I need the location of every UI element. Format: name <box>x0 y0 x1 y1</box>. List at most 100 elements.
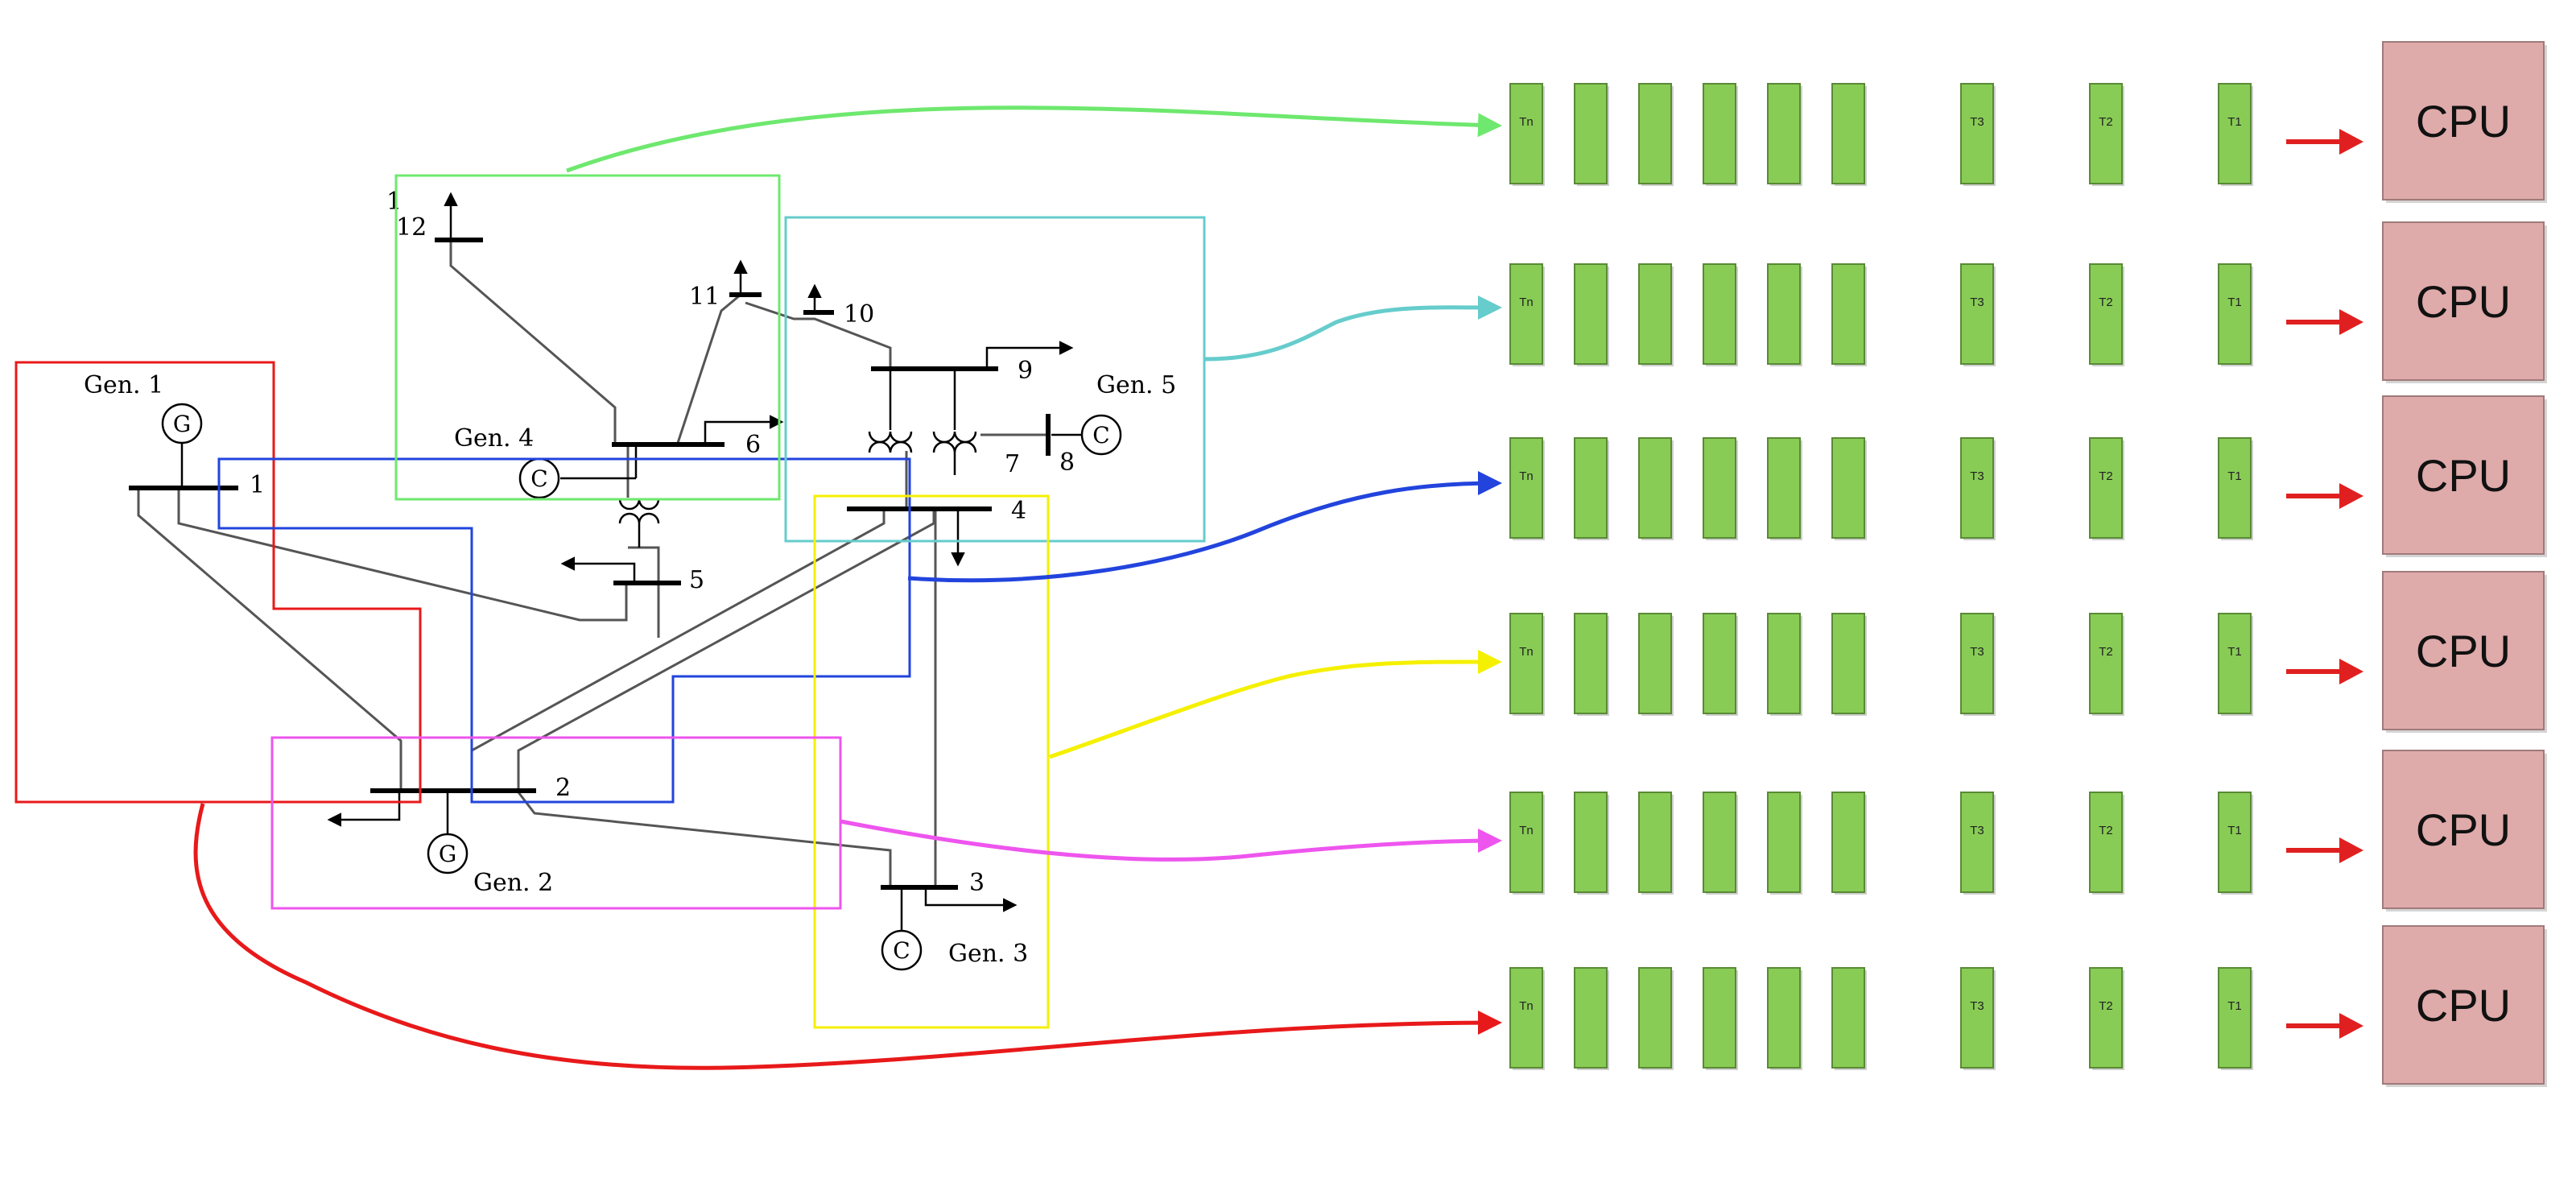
task-slot <box>1831 263 1867 366</box>
task-t2: T2 <box>2089 792 2124 895</box>
task-tn-block <box>1509 792 1543 893</box>
load-arrow-6 <box>704 415 784 443</box>
arrow-magenta <box>840 819 1502 862</box>
task-slot-block <box>1703 437 1736 539</box>
task-tn: Tn <box>1509 613 1545 716</box>
cpu-box: CPU <box>2382 750 2547 912</box>
task-slot-block <box>1703 613 1736 714</box>
task-tn: Tn <box>1509 83 1545 186</box>
task-t1-label: T1 <box>2227 824 2242 837</box>
gen2-label: Gen. 2 <box>473 869 553 897</box>
load-arrow-5 <box>560 556 636 581</box>
task-slot-block <box>1831 967 1865 1069</box>
task-t3: T3 <box>1960 263 1996 366</box>
task-slot-block <box>1638 83 1672 184</box>
task-t2-label: T2 <box>2099 999 2113 1013</box>
bus-label-8: 8 <box>1059 449 1075 477</box>
cpu-label: CPU <box>2416 450 2511 501</box>
stray-label: 1 <box>386 188 402 216</box>
gen2-symbol: G <box>427 833 469 874</box>
task-slot-block <box>1703 967 1736 1069</box>
task-t1-label: T1 <box>2227 296 2242 309</box>
task-slot-block <box>1638 967 1672 1069</box>
line-6-12 <box>449 242 617 443</box>
task-t2: T2 <box>2089 967 2124 1070</box>
generator-labels: Gen. 1 Gen. 2 Gen. 3 Gen. 4 Gen. 5 <box>84 371 1176 968</box>
arrow-cyan <box>1203 295 1502 362</box>
arrow-red <box>193 803 1502 1070</box>
task-t1: T1 <box>2218 263 2253 366</box>
line-2-3 <box>517 792 892 886</box>
line-11-10 <box>745 301 892 369</box>
task-slot <box>1831 83 1867 186</box>
gen3-symbol-letter: C <box>893 937 910 964</box>
task-t3-block <box>1960 263 1994 365</box>
task-t1-label: T1 <box>2227 115 2242 129</box>
task-t2-block <box>2089 263 2123 365</box>
cpu-box: CPU <box>2382 395 2547 557</box>
gen1-symbol-letter: G <box>173 411 191 437</box>
task-t3: T3 <box>1960 437 1996 540</box>
task-slot <box>1703 613 1738 716</box>
load-arrow-9 <box>985 341 1074 367</box>
cpu-box: CPU <box>2382 41 2547 203</box>
task-tn: Tn <box>1509 263 1545 366</box>
task-tn: Tn <box>1509 967 1545 1070</box>
task-slot-block <box>1638 437 1672 539</box>
line-1-5 <box>177 490 628 622</box>
task-t3-block <box>1960 83 1994 184</box>
line-1-2 <box>137 490 402 789</box>
power-grid-diagram: G G C C C Gen. 1 Gen. 2 Gen. 3 <box>84 188 1176 971</box>
task-slot-block <box>1574 83 1608 184</box>
cpu-label: CPU <box>2416 276 2511 327</box>
task-slot <box>1831 967 1867 1070</box>
task-slot-block <box>1767 613 1801 714</box>
bus-labels: 1 2 3 4 5 6 7 8 9 10 11 12 1 <box>250 188 1075 897</box>
task-t3-label: T3 <box>1970 999 1984 1013</box>
task-t3-block <box>1960 437 1994 539</box>
task-slot-block <box>1767 437 1801 539</box>
transformer-9-4-left <box>868 369 913 453</box>
task-slot-block <box>1703 263 1736 365</box>
task-slot-block <box>1767 83 1801 184</box>
task-slot <box>1574 967 1609 1070</box>
task-t2-block <box>2089 613 2123 714</box>
task-slot-block <box>1767 792 1801 893</box>
task-t1: T1 <box>2218 967 2253 1070</box>
task-slot-block <box>1574 613 1608 714</box>
cpu-label: CPU <box>2416 804 2511 855</box>
task-slot <box>1767 613 1802 716</box>
line-2-4b <box>517 511 935 789</box>
cpu-arrow-head <box>2339 483 2363 509</box>
bus-label-7: 7 <box>1005 450 1020 478</box>
cpu-box-rect <box>2382 571 2545 730</box>
task-slot-block <box>1831 613 1865 714</box>
task-t2-label: T2 <box>2099 645 2113 659</box>
gen5-label: Gen. 5 <box>1096 371 1176 399</box>
task-slot <box>1831 792 1867 895</box>
gen1-label: Gen. 1 <box>84 371 163 399</box>
bus-label-5: 5 <box>689 566 704 594</box>
task-tn-label: Tn <box>1519 824 1534 837</box>
task-slot <box>1574 263 1609 366</box>
task-slot-block <box>1574 437 1608 539</box>
region-red-outline <box>14 361 422 804</box>
task-slot <box>1638 263 1674 366</box>
cpu-box: CPU <box>2382 925 2547 1087</box>
transformer-9-7-right <box>932 369 977 475</box>
gen4-symbol: C <box>518 457 560 499</box>
cpu-box-rect <box>2382 395 2545 555</box>
cpu-box-rect <box>2382 750 2545 909</box>
line-2-4a <box>470 511 886 789</box>
task-slot-block <box>1574 967 1608 1069</box>
task-t3-block <box>1960 967 1994 1069</box>
load-arrows <box>327 192 1074 912</box>
task-t1: T1 <box>2218 792 2253 895</box>
gen3-label: Gen. 3 <box>948 940 1028 968</box>
region-blue-outline <box>217 457 911 804</box>
task-t1-block <box>2218 263 2252 365</box>
bus-label-3: 3 <box>969 869 985 897</box>
task-queue-row: Tn T3 T2 T1 CPU <box>1509 925 2547 1087</box>
task-tn-label: Tn <box>1519 296 1534 309</box>
